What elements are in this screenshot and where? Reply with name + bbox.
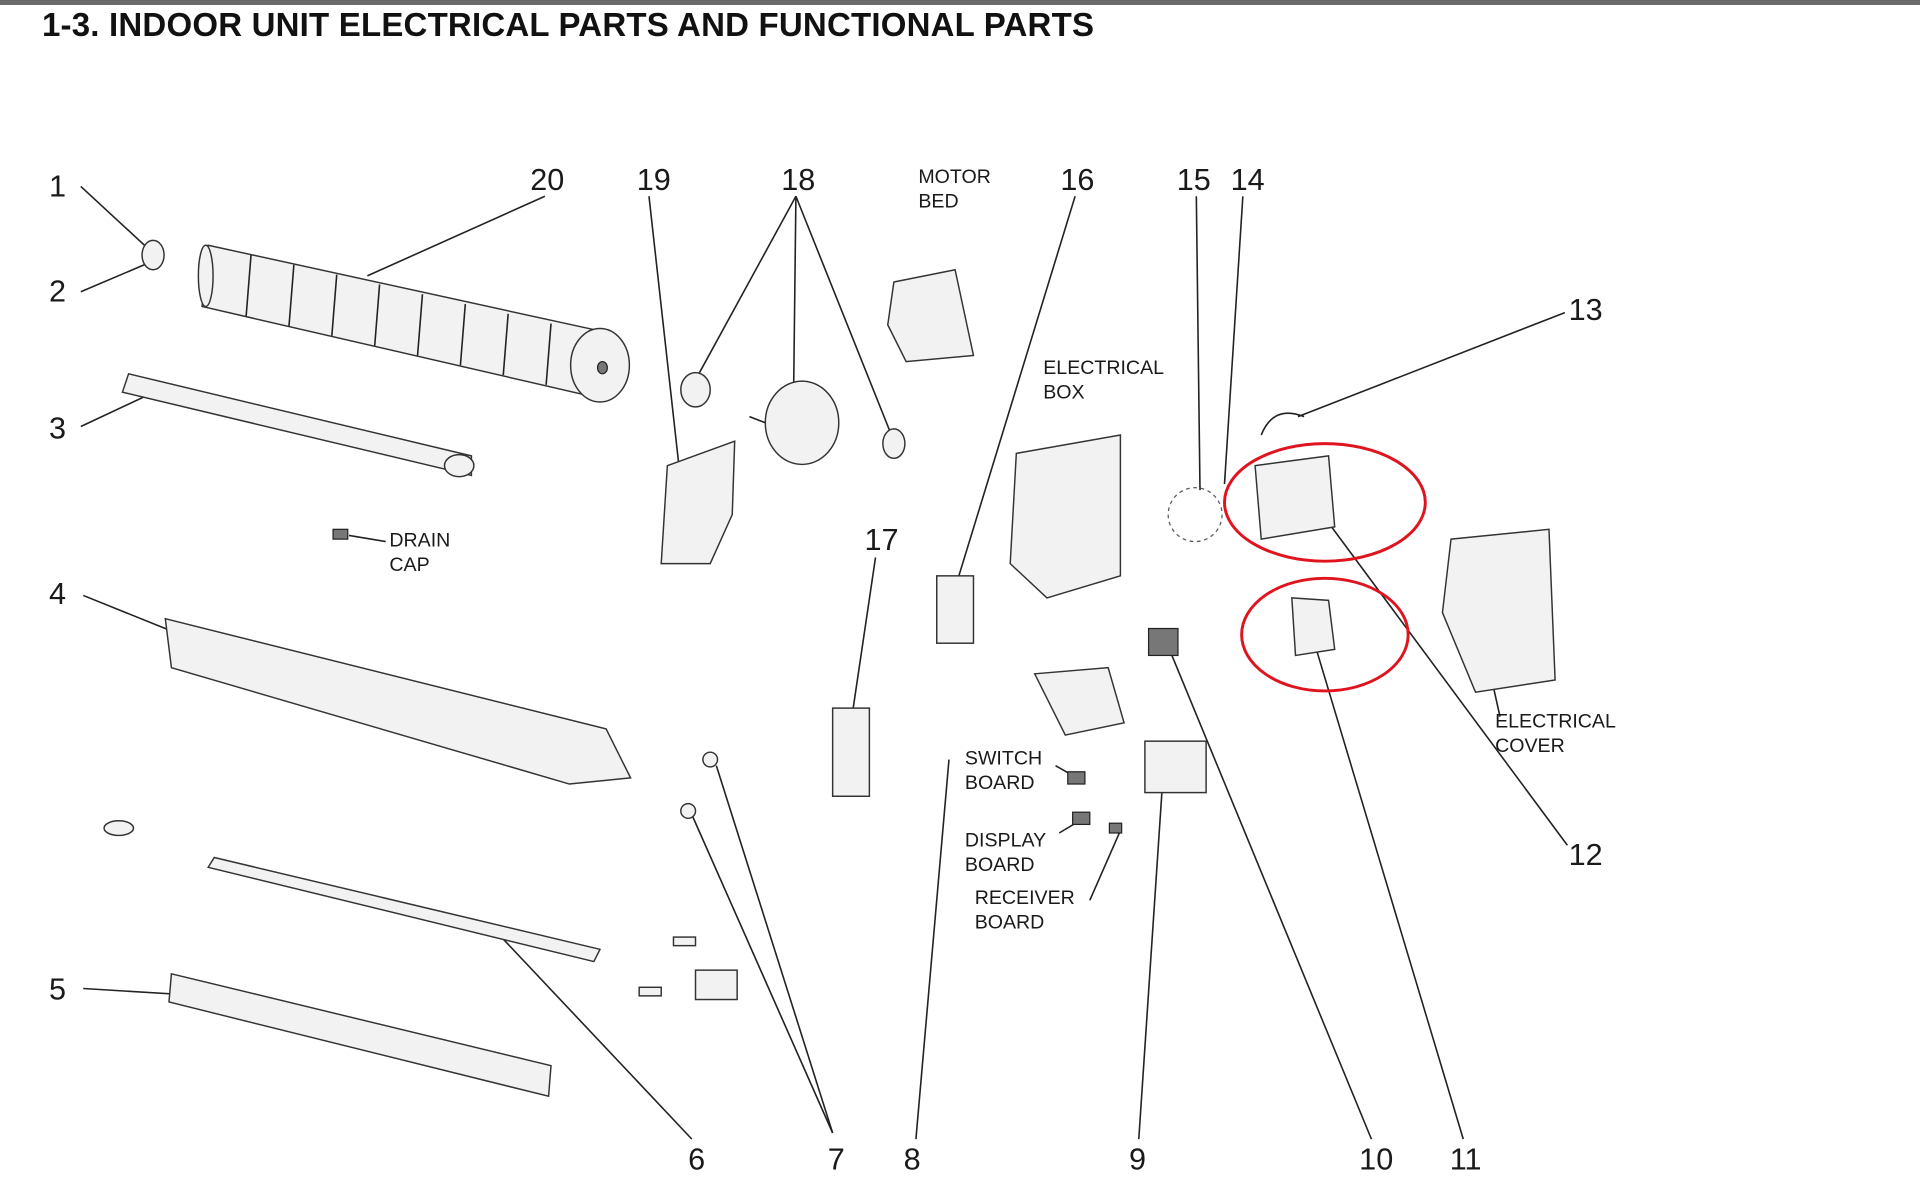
part-number-labels: 1 2 3 4 5 6 7 8 9 10 11 12 13 14 15 16 1… — [49, 163, 1603, 1177]
part-number-18: 18 — [781, 163, 815, 197]
part-number-16: 16 — [1060, 163, 1094, 197]
component-labels: MOTOR BED ELECTRICAL BOX DRAIN CAP SWITC… — [389, 166, 1616, 934]
display-pcb-part — [1291, 597, 1336, 657]
drain-cap-label-2: CAP — [389, 554, 429, 576]
part-bracket — [1033, 666, 1126, 736]
part-number-3: 3 — [49, 412, 66, 446]
motor-bed-label-2: BED — [918, 190, 958, 212]
part-number-6: 6 — [688, 1143, 705, 1177]
electrical-cover-label-2: COVER — [1495, 735, 1565, 757]
display-board-label-2: BOARD — [965, 854, 1035, 876]
drain-pipe-part — [121, 372, 473, 477]
part-number-20: 20 — [530, 163, 564, 197]
motor-bed-part — [886, 268, 975, 363]
top-bar — [0, 0, 1920, 5]
part-number-10: 10 — [1359, 1143, 1393, 1177]
part-number-17: 17 — [864, 523, 898, 557]
fan-motor-part — [764, 380, 840, 466]
display-board-label-1: DISPLAY — [965, 829, 1046, 851]
switch-board-label-1: SWITCH — [965, 747, 1042, 769]
step-motor-part — [694, 969, 738, 1001]
electrical-box-label-2: BOX — [1043, 381, 1084, 403]
motor-clamp-part — [660, 440, 736, 565]
part-number-5: 5 — [49, 973, 66, 1007]
electrical-cover-part — [1441, 528, 1556, 693]
terminal-part — [1147, 627, 1179, 657]
receiver-board-label-1: RECEIVER — [975, 887, 1075, 909]
part-number-14: 14 — [1231, 163, 1265, 197]
part-number-11: 11 — [1450, 1143, 1482, 1177]
part-number-19: 19 — [637, 163, 671, 197]
part-number-12: 12 — [1569, 838, 1603, 872]
drain-tray-part — [164, 617, 632, 785]
rubber-ring-part — [680, 371, 711, 408]
part-number-2: 2 — [49, 275, 66, 309]
motor-bed-label-1: MOTOR — [918, 166, 991, 188]
electrical-cover-label-1: ELECTRICAL — [1495, 711, 1616, 733]
part-number-15: 15 — [1177, 163, 1211, 197]
swing-louver-part — [168, 972, 552, 1098]
part-number-4: 4 — [49, 577, 66, 611]
main-pcb-part — [1254, 455, 1336, 540]
parts — [103, 239, 1556, 1098]
switch-board-label-2: BOARD — [965, 772, 1035, 794]
highlight-circle-12 — [1223, 442, 1427, 563]
page-title: 1-3. INDOOR UNIT ELECTRICAL PARTS AND FU… — [42, 6, 1095, 43]
part-number-7: 7 — [828, 1143, 845, 1177]
highlight-circle-11 — [1240, 576, 1410, 693]
transformer-part — [1144, 740, 1207, 794]
cross-flow-fan-part — [197, 244, 631, 403]
part-number-13: 13 — [1569, 293, 1603, 327]
pcb-16-part — [936, 575, 975, 644]
leader-lines — [80, 185, 1568, 1140]
electrical-box-part — [1009, 434, 1122, 599]
part-number-9: 9 — [1129, 1143, 1146, 1177]
part-17 — [831, 707, 871, 798]
part-number-1: 1 — [49, 169, 66, 203]
sensor-detail-circle — [1167, 487, 1223, 543]
drain-cap-label-1: DRAIN — [389, 529, 450, 551]
drain-cap-part — [332, 528, 349, 540]
louver-part — [207, 856, 602, 963]
receiver-board-label-2: BOARD — [975, 912, 1045, 934]
bearing-part — [141, 239, 165, 271]
electrical-box-label-1: ELECTRICAL — [1043, 357, 1164, 379]
part-number-8: 8 — [904, 1143, 921, 1177]
